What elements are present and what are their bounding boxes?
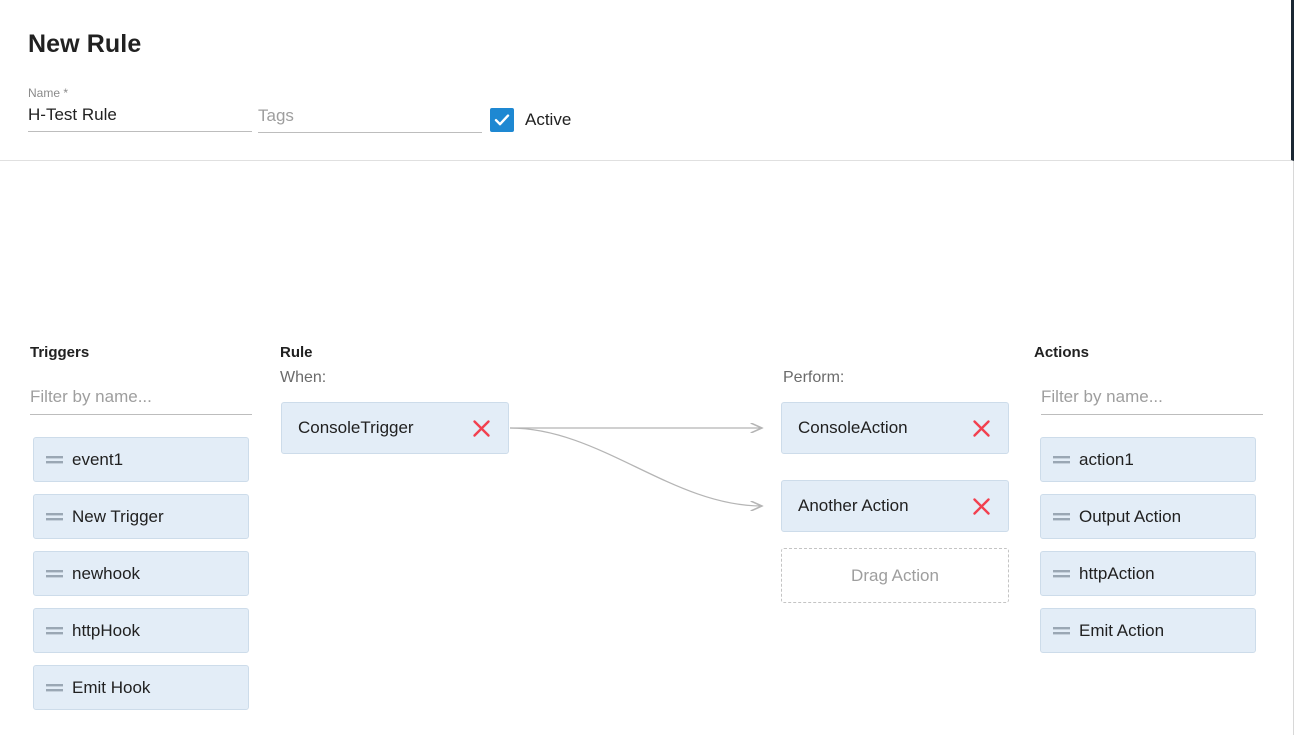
drag-handle-icon	[46, 626, 63, 634]
drag-handle-icon	[1053, 512, 1070, 520]
action-palette-item[interactable]: httpAction	[1040, 551, 1256, 596]
rule-action-node-label: ConsoleAction	[798, 418, 908, 437]
trigger-palette-item-label: New Trigger	[72, 506, 164, 526]
rule-panel-title: Rule	[280, 344, 313, 361]
trigger-palette-item[interactable]: Emit Hook	[33, 665, 249, 710]
name-field-label: Name *	[28, 86, 69, 100]
trigger-palette-item-label: Emit Hook	[72, 677, 151, 697]
drag-handle-icon	[1053, 455, 1070, 463]
trigger-palette-item[interactable]: newhook	[33, 551, 249, 596]
trigger-palette-item-label: newhook	[72, 563, 141, 583]
when-label: When:	[280, 369, 327, 386]
perform-label: Perform:	[783, 369, 845, 386]
triggers-filter-input[interactable]	[30, 387, 252, 415]
drag-handle-icon	[1053, 626, 1070, 634]
name-field-group: Name *	[28, 86, 252, 132]
triggers-filter-group	[30, 387, 252, 415]
trigger-palette-item-label: httpHook	[72, 620, 141, 640]
rule-action-node-remove-button[interactable]	[966, 491, 996, 521]
action-palette-item-label: httpAction	[1079, 563, 1155, 583]
rule-trigger-node[interactable]: ConsoleTrigger	[281, 402, 509, 454]
action-drop-zone[interactable]: Drag Action	[781, 548, 1009, 603]
rule-action-node[interactable]: Another Action	[781, 480, 1009, 532]
triggers-panel-title: Triggers	[30, 344, 90, 361]
tags-input[interactable]	[258, 106, 482, 133]
rule-action-node-label: Another Action	[798, 496, 909, 515]
drag-handle-icon	[46, 683, 63, 691]
active-checkbox[interactable]	[490, 108, 514, 132]
active-checkbox-label: Active	[525, 110, 572, 129]
action-drop-zone-label: Drag Action	[851, 565, 939, 585]
drag-handle-icon	[46, 569, 63, 577]
actions-panel-title: Actions	[1034, 344, 1090, 361]
name-input[interactable]	[28, 105, 252, 132]
drag-handle-icon	[1053, 569, 1070, 577]
trigger-palette-item[interactable]: event1	[33, 437, 249, 482]
drag-handle-icon	[46, 512, 63, 520]
page-title: New Rule	[28, 30, 142, 58]
trigger-palette-item-label: event1	[72, 449, 124, 469]
actions-filter-group	[1041, 387, 1263, 415]
close-icon	[472, 419, 490, 437]
rule-trigger-node-label: ConsoleTrigger	[298, 418, 414, 437]
close-icon	[972, 497, 990, 515]
page-header: New Rule Name * Active	[0, 0, 1294, 161]
trigger-palette-item[interactable]: httpHook	[33, 608, 249, 653]
action-palette-item-label: action1	[1079, 449, 1134, 469]
close-icon	[972, 419, 990, 437]
tags-field-group	[258, 106, 482, 133]
action-palette-item-label: Emit Action	[1079, 620, 1165, 640]
rule-trigger-node-remove-button[interactable]	[466, 413, 496, 443]
drag-handle-icon	[46, 455, 63, 463]
action-palette-item[interactable]: Emit Action	[1040, 608, 1256, 653]
checkmark-icon	[494, 114, 510, 126]
rule-action-node[interactable]: ConsoleAction	[781, 402, 1009, 454]
active-checkbox-group[interactable]: Active	[490, 108, 571, 132]
action-palette-item[interactable]: action1	[1040, 437, 1256, 482]
rule-action-node-remove-button[interactable]	[966, 413, 996, 443]
actions-filter-input[interactable]	[1041, 387, 1263, 415]
action-palette-item[interactable]: Output Action	[1040, 494, 1256, 539]
trigger-palette-item[interactable]: New Trigger	[33, 494, 249, 539]
action-palette-item-label: Output Action	[1079, 506, 1182, 526]
